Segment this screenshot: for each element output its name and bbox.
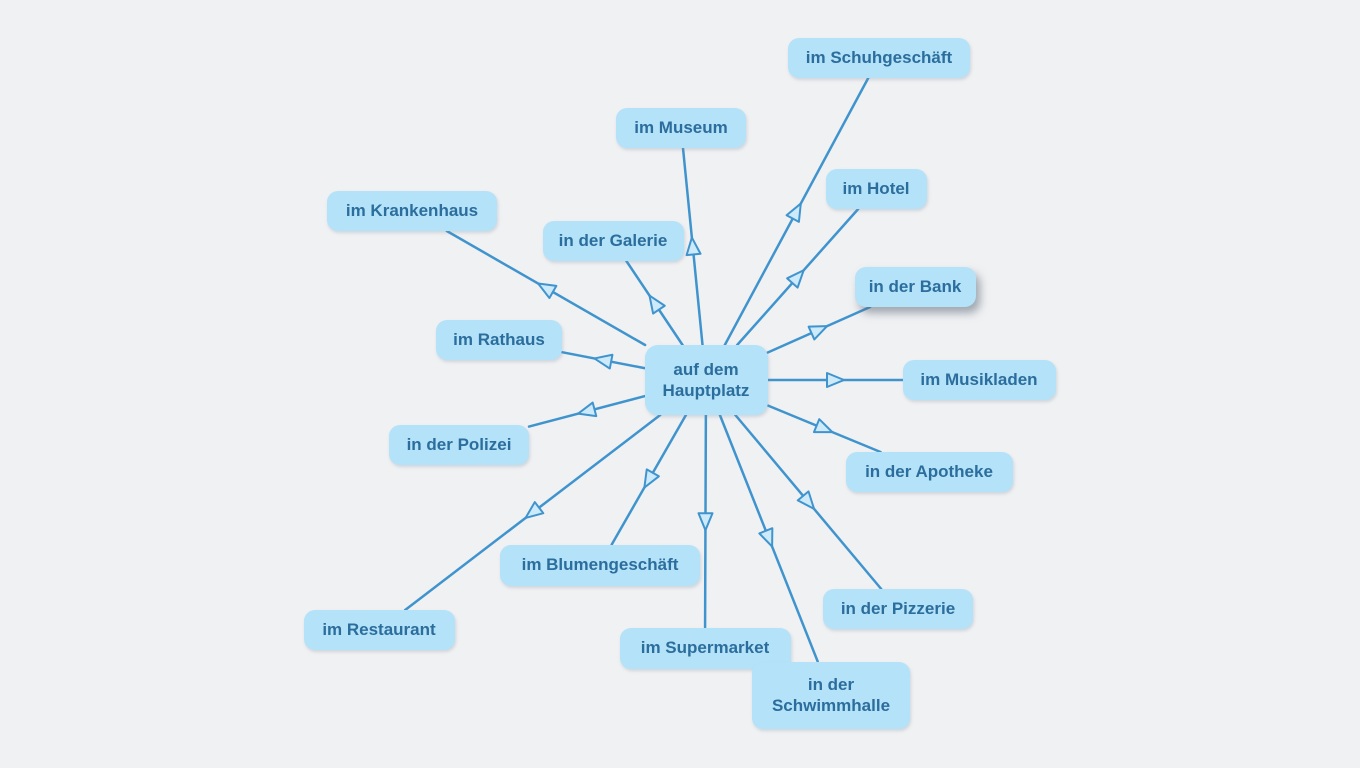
node-krankenhaus[interactable]: im Krankenhaus: [327, 191, 497, 231]
arrowhead-icon: [697, 512, 714, 532]
node-hauptplatz[interactable]: auf dem Hauptplatz: [644, 345, 768, 415]
node-label: im Restaurant: [322, 620, 436, 640]
arrowhead-icon: [537, 282, 558, 300]
node-label: auf dem Hauptplatz: [662, 359, 750, 400]
arrowhead-icon: [685, 236, 702, 257]
arrowhead-icon: [593, 353, 614, 370]
arrowhead-icon: [758, 527, 774, 548]
node-label: im Musikladen: [920, 370, 1038, 390]
node-label: im Blumengeschäft: [521, 555, 679, 575]
node-label: in der Apotheke: [865, 462, 993, 482]
node-museum[interactable]: im Museum: [616, 108, 746, 148]
arrowhead-icon: [812, 418, 834, 434]
arrowhead-icon: [807, 325, 828, 341]
node-label: in der Schwimmhalle: [771, 674, 891, 715]
arrowhead-icon: [577, 401, 598, 418]
node-label: im Rathaus: [453, 330, 545, 350]
node-label: im Schuhgeschäft: [805, 48, 953, 68]
node-apotheke[interactable]: in der Apotheke: [845, 452, 1013, 492]
node-label: im Supermarket: [640, 638, 770, 658]
node-rathaus[interactable]: im Rathaus: [436, 320, 562, 360]
node-label: in der Polizei: [406, 435, 512, 455]
node-blumengeschaeft[interactable]: im Blumengeschäft: [500, 544, 700, 586]
arrowhead-icon: [826, 372, 845, 388]
node-musikladen[interactable]: im Musikladen: [902, 360, 1056, 400]
node-label: in der Galerie: [558, 231, 668, 251]
node-label: im Museum: [634, 118, 728, 138]
arrowhead-icon: [648, 294, 666, 315]
arrowhead-icon: [796, 490, 816, 510]
node-schwimmhalle[interactable]: in der Schwimmhalle: [752, 661, 910, 729]
arrowhead-icon: [786, 269, 805, 289]
node-galerie[interactable]: in der Galerie: [542, 221, 684, 261]
node-supermarket[interactable]: im Supermarket: [619, 627, 791, 669]
node-bank[interactable]: in der Bank: [854, 267, 976, 307]
node-restaurant[interactable]: im Restaurant: [303, 610, 455, 650]
arrowhead-icon: [643, 468, 660, 489]
node-label: in der Bank: [868, 277, 962, 297]
node-label: in der Pizzerie: [840, 599, 956, 619]
node-schuhgeschaeft[interactable]: im Schuhgeschäft: [788, 38, 970, 78]
node-label: im Krankenhaus: [345, 201, 479, 221]
node-hotel[interactable]: im Hotel: [825, 169, 927, 209]
node-pizzerie[interactable]: in der Pizzerie: [823, 589, 973, 629]
node-label: im Hotel: [842, 179, 910, 199]
arrowhead-icon: [785, 202, 802, 223]
arrowhead-icon: [524, 501, 545, 519]
node-polizei[interactable]: in der Polizei: [389, 425, 529, 465]
